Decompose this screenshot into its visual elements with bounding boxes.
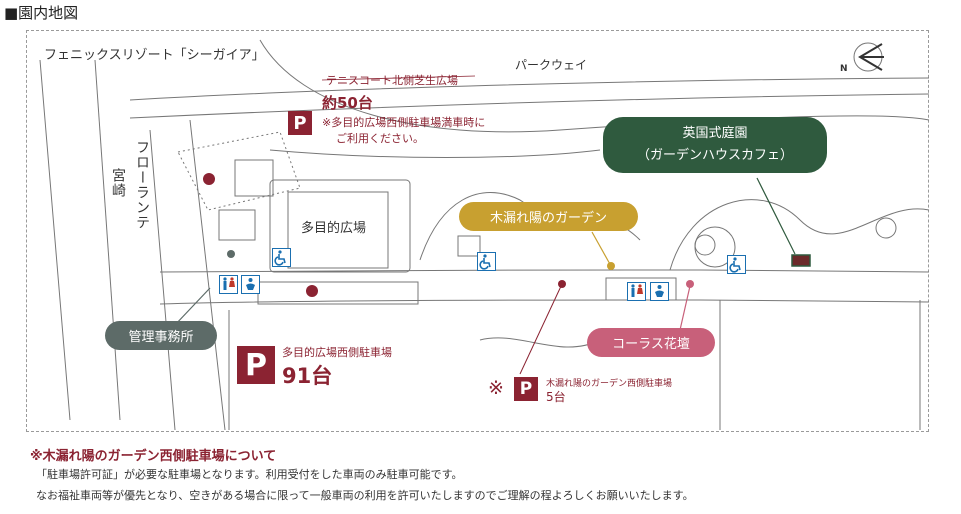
multi-plaza-label: 多目的広場 — [301, 221, 367, 236]
office-marker — [227, 250, 235, 258]
west-parking-label: 多目的広場西側駐車場 — [282, 346, 392, 359]
baby-icon — [241, 275, 260, 294]
chorus-bed-pill[interactable]: コーラス花壇 — [587, 328, 715, 357]
west-parking-capacity: 91台 — [282, 364, 333, 388]
komorebi-parking-capacity: 5台 — [546, 390, 566, 404]
tennis-parking-sign: P — [288, 111, 312, 135]
west-parking-marker — [306, 285, 318, 297]
north-label: N — [840, 64, 848, 74]
tennis-note-2: ご利用ください。 — [336, 132, 424, 145]
wheelchair-icon — [272, 248, 291, 267]
garden-cafe-marker — [791, 254, 811, 267]
tennis-note-1: ※多目的広場西側駐車場満車時に — [322, 116, 486, 129]
florante-label: フローランテ — [134, 140, 150, 230]
tennis-capacity: 約50台 — [322, 94, 373, 112]
chorus-bed-marker — [686, 280, 694, 288]
west-parking-sign: P — [237, 346, 275, 384]
komorebi-garden-marker — [607, 262, 615, 270]
komorebi-garden-pill[interactable]: 木漏れ陽のガーデン — [459, 202, 638, 231]
komorebi-parking-marker — [558, 280, 566, 288]
baby-icon — [650, 282, 669, 301]
miyazaki-label: 宮崎 — [110, 168, 126, 198]
wheelchair-icon — [477, 252, 496, 271]
note-line-2: なお福祉車両等が優先となり、空きがある場合に限って一般車両の利用を許可いたします… — [36, 489, 694, 502]
resort-name: フェニックスリゾート「シーガイア」 — [44, 48, 265, 63]
komorebi-parking-mark: ※ — [488, 377, 504, 399]
english-garden-subtitle: （ガーデンハウスカフェ） — [636, 148, 793, 163]
restroom-icon — [219, 275, 238, 294]
north-arrow-icon — [858, 43, 884, 71]
note-line-1: 「駐車場許可証」が必要な駐車場となります。利用受付をした車両のみ駐車可能です。 — [36, 468, 463, 481]
komorebi-parking-sign: P — [514, 377, 538, 401]
komorebi-parking-label: 木漏れ陽のガーデン西側駐車場 — [546, 379, 673, 389]
english-garden-title: 英国式庭園 — [682, 126, 748, 141]
restroom-icon — [627, 282, 646, 301]
note-title: ※木漏れ陽のガーデン西側駐車場について — [30, 449, 277, 464]
map-frame — [26, 30, 929, 432]
office-pill[interactable]: 管理事務所 — [105, 321, 217, 350]
tennis-parking-marker — [203, 173, 215, 185]
page-heading: ■園内地図 — [4, 4, 79, 22]
wheelchair-icon — [727, 255, 746, 274]
tennis-label: テニスコート北側芝生広場 — [326, 74, 458, 87]
english-garden-pill[interactable]: 英国式庭園 （ガーデンハウスカフェ） — [603, 117, 827, 173]
park-way-label: パークウェイ — [515, 58, 588, 72]
